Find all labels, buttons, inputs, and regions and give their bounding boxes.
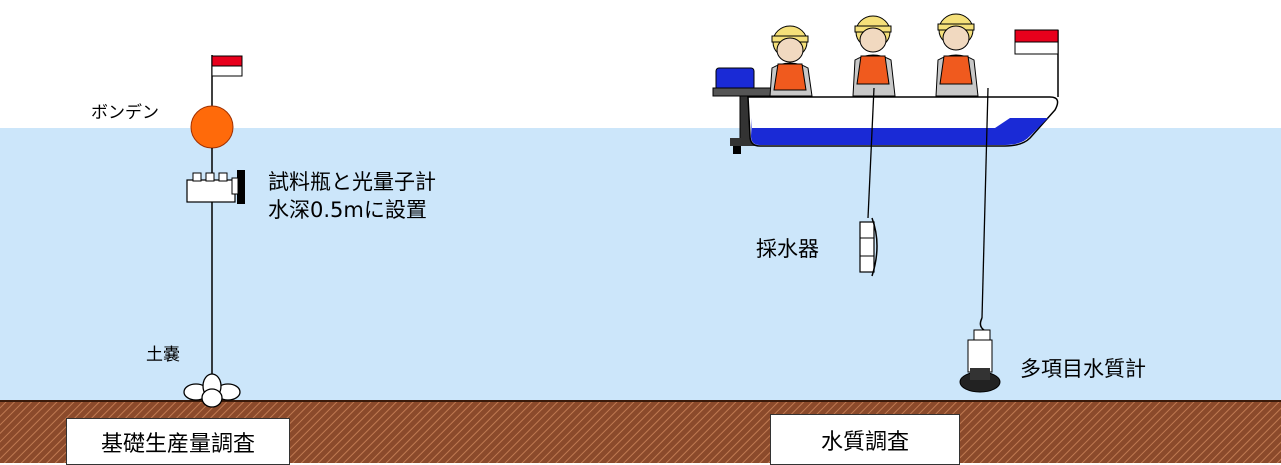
outboard-motor-icon: [712, 67, 778, 154]
water-quality-survey-label: 水質調査: [770, 414, 960, 465]
bonden-label: ボンデン: [91, 103, 159, 123]
worker-3-icon: [935, 13, 979, 97]
boat-flag-icon: [1014, 29, 1059, 55]
primary-production-survey-label: 基礎生産量調査: [66, 418, 290, 465]
sandbag-label: 土嚢: [146, 345, 180, 365]
worker-2-icon: [852, 15, 896, 97]
multi-meter-icon: [959, 317, 1001, 393]
water-quality-survey-text: 水質調査: [820, 429, 909, 455]
mooring-setup: [183, 55, 245, 408]
sampler-label-line1: 試料瓶と光量子計: [268, 170, 436, 194]
worker-1-icon: [769, 25, 813, 97]
multi-meter-label: 多項目水質計: [1020, 357, 1146, 381]
survey-boat: [712, 13, 1059, 154]
bonden-flag-icon: [211, 55, 243, 77]
water-sampler-icon: [859, 217, 878, 277]
primary-production-survey-text: 基礎生産量調査: [100, 431, 255, 457]
sample-bottles-icon: [186, 170, 245, 204]
bonden-buoy-icon: [190, 105, 234, 149]
sampler-label-line2: 水深0.5mに設置: [268, 198, 427, 222]
sandbag-icon: [183, 373, 241, 408]
water-sampler-label: 採水器: [756, 237, 819, 261]
